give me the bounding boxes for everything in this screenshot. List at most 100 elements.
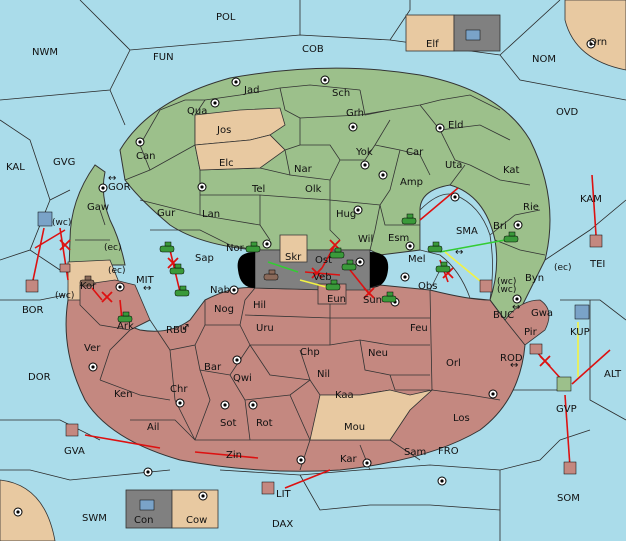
red-army-icon [79,269,279,287]
fleet-icon [25,29,603,511]
label-green-can: Can [136,151,155,162]
label-green-eld: Eld [448,120,463,131]
label-sea-gva: GVA [64,446,85,457]
label-red-nil: Nil [317,369,330,380]
label-sea-rod: ROD [500,353,523,364]
label-sea-alt: ALT [604,369,622,380]
label-green-nor: Nor [226,243,245,254]
label-sea-som: SOM [557,493,580,504]
label-green-rie: Rie [523,202,539,213]
label-green-kat: Kat [503,165,520,176]
failure-marks [59,239,551,367]
label-green-qua: Qua [187,106,207,117]
label-sea-nwm: NWM [32,47,58,58]
label-sea-cob: COB [302,44,324,55]
label-green-grh: Grh [346,108,364,119]
label-sea-dor: DOR [28,372,51,383]
double-arrow-icon: ↔ [143,283,151,294]
order-lines [31,174,611,489]
label-red-kar: Kar [340,454,358,465]
region-elc[interactable] [194,134,286,171]
label-coast-tags-wc: (wc) [55,291,74,301]
label-green-uta: Uta [445,160,462,171]
label-sea-bor: BOR [22,305,44,316]
region-skr[interactable] [279,234,308,263]
label-sea-fun: FUN [153,52,174,63]
army-icon [117,213,519,323]
label-neutral-cow: Cow [186,515,207,526]
region-gwa[interactable] [504,299,550,346]
label-neutral-elf: Elf [426,39,439,50]
label-green-wil: Wil [358,234,373,245]
label-red-hil: Hil [253,300,266,311]
label-red-chr: Chr [170,384,188,395]
label-green-gaw: Gaw [87,202,109,213]
label-sea-lit: LIT [276,489,292,500]
label-green-byn: Byn [525,273,544,284]
double-arrow-icon: ↔ [455,247,463,258]
label-neutral-jos: Jos [216,125,231,136]
label-green-lan: Lan [202,209,220,220]
units [25,29,603,511]
label-sea-sma: SMA [456,226,478,237]
label-green-gur: Gur [157,208,176,219]
label-green-esm: Esm [388,233,409,244]
double-arrow-icon: ↔ [108,173,116,184]
label-green-yok: Yok [355,147,373,158]
label-green-mel: Mel [408,254,426,265]
label-red-ken: Ken [114,389,133,400]
label-sea-gor: GOR [108,182,131,193]
sea-sma[interactable] [419,193,493,301]
label-red-kaa: Kaa [335,390,354,401]
label-neutral-mou: Mou [344,422,365,433]
label-red-uru: Uru [256,323,274,334]
label-green-hug: Hug [336,209,356,220]
label-red-veb: Veb [313,272,332,283]
label-red-bar: Bar [204,362,222,373]
label-red-nog: Nog [214,304,234,315]
label-coast-tags-ec: (ec) [104,243,122,253]
label-sea-dax: DAX [272,519,293,530]
region-mou[interactable] [309,389,434,441]
label-green-sch: Sch [332,88,350,99]
label-sea-kam: KAM [580,194,602,205]
label-sea-fro: FRO [438,446,459,457]
region-orn[interactable] [171,489,219,529]
label-red-ail: Ail [147,422,159,433]
label-red-sam: Sam [404,447,426,458]
label-red-ver: Ver [84,343,101,354]
label-sea-nom: NOM [532,54,556,65]
label-coast-tags-ec: (ec) [554,263,572,273]
label-coast-tags-wc: (wc) [497,277,516,287]
label-sea-mit: MIT [136,275,155,286]
label-coast-tags-wc: (wc) [497,285,516,295]
label-red-sun: Sun [363,295,382,306]
label-sea-kup: KUP [570,327,590,338]
label-sea-tei: TEI [589,259,605,270]
label-neutral-skr: Skr [285,252,302,263]
label-sea-rbu: RBU [166,325,187,336]
label-sea-gvg: GVG [53,157,75,168]
label-red-neu: Neu [368,348,388,359]
label-neutral-kor: Kor [80,281,97,292]
label-red-eun: Eun [327,294,346,305]
label-red-obs: Obs [418,281,437,292]
label-green-nar: Nar [294,164,313,175]
label-green-sap: Sap [195,253,214,264]
label-coast-tags-wc: (wc) [52,218,71,228]
label-green-olk: Olk [305,184,322,195]
label-red-pir: Pir [524,327,538,338]
label-red-zin: Zin [226,450,242,461]
label-green-jad: Jad [243,85,259,96]
label-red-ost: Ost [315,255,332,266]
label-neutral-con: Con [134,515,153,526]
label-neutral-elc: Elc [219,158,234,169]
double-arrow-icon: ↔ [510,360,518,371]
label-red-sot: Sot [220,418,236,429]
label-red-los: Los [453,413,470,424]
label-red-qwi: Qwi [233,373,252,384]
label-sea-gvp: GVP [556,404,577,415]
